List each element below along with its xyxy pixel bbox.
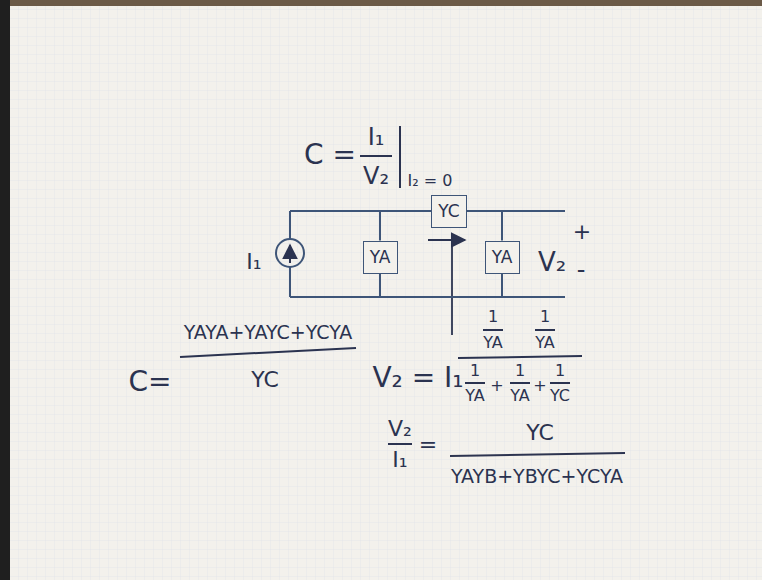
formula-text: YA bbox=[483, 334, 502, 352]
fraction-bar bbox=[465, 382, 485, 384]
formula-text: 1 bbox=[540, 308, 550, 326]
current-arrow bbox=[428, 239, 465, 241]
circuit-wire bbox=[380, 211, 431, 241]
formula-text: I₁ bbox=[246, 250, 261, 274]
circuit-wire bbox=[467, 211, 502, 241]
formula-text: YC bbox=[251, 368, 279, 392]
formula-text: I₁ bbox=[392, 448, 407, 472]
formula-text: + bbox=[490, 377, 503, 395]
fraction-bar bbox=[450, 453, 625, 456]
wire bbox=[290, 296, 380, 298]
formula-text: C= bbox=[128, 367, 171, 398]
circuit-wires bbox=[276, 211, 565, 297]
fraction-bars bbox=[180, 126, 625, 456]
formula-text: YA bbox=[535, 334, 554, 352]
fraction-bar bbox=[550, 382, 570, 384]
admittance-box: YC bbox=[431, 195, 467, 228]
admittance-box: YA bbox=[485, 241, 520, 274]
admittance-label: YA bbox=[492, 248, 513, 267]
formula-text: V₂ bbox=[538, 248, 566, 277]
wire bbox=[289, 267, 291, 297]
admittance-box: YA bbox=[363, 241, 398, 274]
formula-text: YAYA+YAYC+YCYA bbox=[184, 322, 353, 343]
wire bbox=[502, 296, 565, 298]
formula-text: 1 bbox=[470, 362, 480, 380]
formula-text: I₁ bbox=[368, 124, 385, 150]
wire bbox=[502, 210, 565, 212]
formula-text: V₂ = I₁ bbox=[372, 363, 463, 394]
formula-text: YAYB+YBYC+YCYA bbox=[451, 466, 623, 487]
fraction-bar bbox=[535, 329, 555, 331]
fraction-bar bbox=[483, 329, 503, 331]
source-arrow bbox=[289, 245, 291, 263]
formula-text: 1 bbox=[488, 308, 498, 326]
wire bbox=[290, 210, 380, 212]
formula-text: YA bbox=[510, 387, 529, 405]
formula-text: C = bbox=[304, 140, 356, 171]
fraction-bar bbox=[388, 443, 412, 445]
circuit-wire bbox=[380, 274, 502, 298]
formula-text: YC bbox=[526, 421, 554, 445]
formula-text: = bbox=[419, 433, 437, 457]
left-edge bbox=[0, 0, 10, 580]
formula-text: 1 bbox=[555, 362, 565, 380]
formula-text: - bbox=[577, 257, 586, 283]
admittance-label: YC bbox=[438, 202, 460, 221]
formula-text: I₂ = 0 bbox=[408, 172, 453, 190]
pen-stroke bbox=[451, 246, 453, 335]
top-edge bbox=[0, 0, 762, 6]
current-source bbox=[276, 239, 304, 267]
formula-text: YC bbox=[550, 387, 570, 405]
fraction-bar bbox=[180, 348, 356, 357]
formula-text: V₂ bbox=[363, 163, 389, 189]
fraction-bar bbox=[360, 155, 392, 157]
wire bbox=[289, 211, 291, 239]
fraction-bar bbox=[458, 356, 582, 358]
formula-text: + bbox=[573, 220, 591, 244]
evaluation-bar bbox=[399, 126, 401, 188]
formula-text: 1 bbox=[515, 362, 525, 380]
formula-text: V₂ bbox=[388, 417, 412, 441]
fraction-bar bbox=[510, 382, 530, 384]
formula-text: YA bbox=[465, 387, 484, 405]
admittance-label: YA bbox=[370, 248, 391, 267]
formula-text: + bbox=[533, 377, 546, 395]
